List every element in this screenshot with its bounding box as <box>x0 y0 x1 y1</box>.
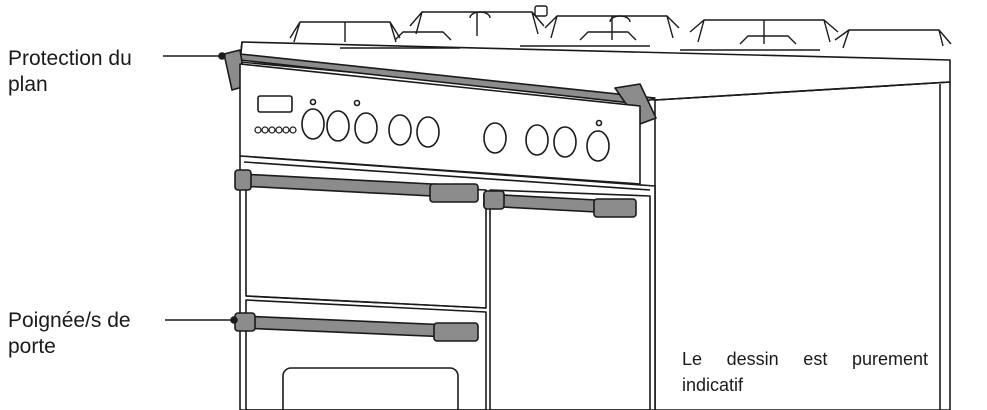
disclaimer-line2: indicatif <box>682 375 744 395</box>
worktop-protection-label-line2: plan <box>8 73 48 96</box>
worktop-protection-label: Protection du plan <box>8 46 132 98</box>
door-handle-label-line1: Poignée/s de <box>8 309 131 332</box>
door-handle-label: Poignée/s de porte <box>8 308 131 360</box>
door-handle-label-line2: porte <box>8 335 56 358</box>
control-knobs <box>301 98 610 162</box>
control-buttons <box>254 126 297 134</box>
left-lower-oven-door <box>245 299 487 410</box>
pan-supports <box>289 5 952 51</box>
right-oven-door <box>489 189 651 410</box>
clock-display <box>257 95 293 113</box>
disclaimer-line1: Le dessin est purement <box>682 349 928 369</box>
illustration-disclaimer: Le dessin est purement indicatif <box>682 346 928 398</box>
worktop-protection-rail <box>221 49 657 125</box>
worktop-protection-label-line1: Protection du <box>8 47 132 70</box>
door-handles <box>234 169 637 342</box>
